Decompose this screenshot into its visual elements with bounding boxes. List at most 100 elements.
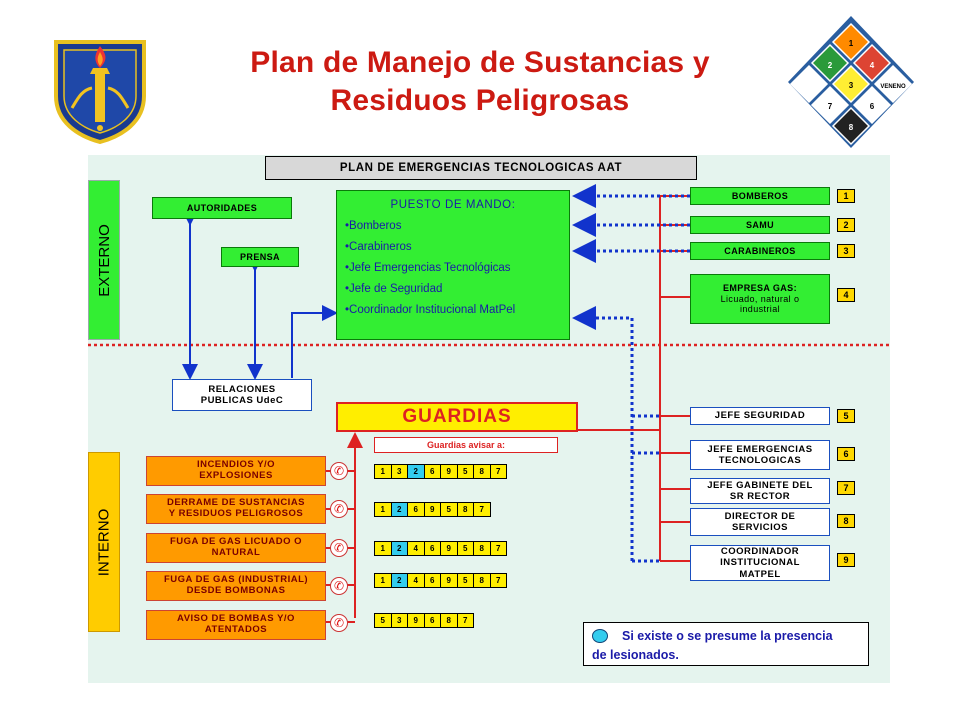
sequence-cell: 7 <box>489 541 507 556</box>
hazmat-label-1: 1 <box>849 39 854 48</box>
sequence-cell: 7 <box>489 573 507 588</box>
incident-fuga-gas-industrial: FUGA DE GAS (INDUSTRIAL)DESDE BOMBONAS <box>146 571 326 601</box>
sequence-cell: 2 <box>390 502 408 517</box>
sequence-cell: 5 <box>456 541 474 556</box>
carabineros-box: CARABINEROS <box>690 242 830 260</box>
sequence-cell: 1 <box>374 573 392 588</box>
sequence-cell: 8 <box>456 502 474 517</box>
phone-icon: ✆ <box>330 577 348 595</box>
interno-label: INTERNO <box>88 452 120 632</box>
sequence-cell: 3 <box>390 613 408 628</box>
sequence-cell: 8 <box>473 573 491 588</box>
sequence-cell: 1 <box>374 464 392 479</box>
puesto-item: •Jefe Emergencias Tecnológicas <box>345 262 511 274</box>
bomberos-box: BOMBEROS <box>690 187 830 205</box>
puesto-de-mando-box: PUESTO DE MANDO: •Bomberos •Carabineros … <box>336 190 570 340</box>
number-badge: 6 <box>837 447 855 461</box>
sequence-cell: 6 <box>423 573 441 588</box>
sequence-cell: 3 <box>390 464 408 479</box>
svg-text:7: 7 <box>828 102 833 111</box>
sequence-cell: 7 <box>489 464 507 479</box>
sequence-cell: 5 <box>456 573 474 588</box>
empresa-gas-box: EMPRESA GAS: Licuado, natural o industri… <box>690 274 830 324</box>
sequence-cell: 5 <box>440 502 458 517</box>
svg-text:3: 3 <box>849 81 854 90</box>
number-badge: 5 <box>837 409 855 423</box>
sequence-cell: 2 <box>407 464 425 479</box>
puesto-item: •Bomberos <box>345 220 402 232</box>
puesto-item: •Carabineros <box>345 241 412 253</box>
phone-icon: ✆ <box>330 462 348 480</box>
svg-text:4: 4 <box>870 61 875 70</box>
phone-icon: ✆ <box>330 614 348 632</box>
svg-text:2: 2 <box>828 61 833 70</box>
number-badge: 1 <box>837 189 855 203</box>
sequence-cell: 1 <box>374 541 392 556</box>
page-title-line1: Plan de Manejo de Sustancias y <box>250 46 710 79</box>
page-title-line2: Residuos Peligrosas <box>330 84 630 117</box>
plan-title-bar: PLAN DE EMERGENCIAS TECNOLOGICAS AAT <box>265 156 697 180</box>
sequence-cell: 9 <box>440 573 458 588</box>
sequence-cell: 2 <box>390 573 408 588</box>
puesto-item: •Coordinador Institucional MatPel <box>345 304 516 316</box>
svg-text:VENENO: VENENO <box>880 84 906 90</box>
phone-icon: ✆ <box>330 500 348 518</box>
sequence-cell: 4 <box>407 541 425 556</box>
sequence-cell: 8 <box>473 464 491 479</box>
sequence-cell: 4 <box>407 573 425 588</box>
note-box: Si existe o se presume la presencia de l… <box>583 622 869 666</box>
sequence-cell: 6 <box>423 464 441 479</box>
samu-box: SAMU <box>690 216 830 234</box>
sequence-cell: 9 <box>407 613 425 628</box>
guardias-avisar-label: Guardias avisar a: <box>374 437 558 453</box>
jefe-seguridad-box: JEFE SEGURIDAD <box>690 407 830 425</box>
number-badge: 9 <box>837 553 855 567</box>
number-badge: 2 <box>837 218 855 232</box>
sequence-cell: 6 <box>423 613 441 628</box>
relaciones-publicas-box: RELACIONES PUBLICAS UdeC <box>172 379 312 411</box>
sequence-cell: 5 <box>456 464 474 479</box>
number-badge: 8 <box>837 514 855 528</box>
svg-text:6: 6 <box>870 102 875 111</box>
sequence-cell: 5 <box>374 613 392 628</box>
sequence-cell: 9 <box>440 464 458 479</box>
note-line2: de lesionados. <box>592 648 679 662</box>
sequence-cell: 7 <box>456 613 474 628</box>
puesto-title: PUESTO DE MANDO: <box>390 199 516 211</box>
puesto-item: •Jefe de Seguridad <box>345 283 443 295</box>
svg-text:8: 8 <box>849 123 854 132</box>
guardias-box: GUARDIAS <box>336 402 578 432</box>
note-line1: Si existe o se presume la presencia <box>622 629 833 643</box>
sequence-cell: 8 <box>473 541 491 556</box>
sequence-cell: 6 <box>423 541 441 556</box>
sequence-cell: 6 <box>407 502 425 517</box>
phone-icon: ✆ <box>330 539 348 557</box>
university-crest-icon <box>54 40 146 144</box>
number-badge: 7 <box>837 481 855 495</box>
prensa-box: PRENSA <box>221 247 299 267</box>
sequence-cell: 9 <box>423 502 441 517</box>
highlight-legend-swatch <box>592 629 608 643</box>
number-badge: 4 <box>837 288 855 302</box>
externo-label: EXTERNO <box>88 180 120 340</box>
hazmat-diamonds-icon: 1 2 4 3 VENENO 7 6 8 <box>788 16 914 148</box>
autoridades-box: AUTORIDADES <box>152 197 292 219</box>
sequence-cell: 8 <box>440 613 458 628</box>
sequence-cell: 2 <box>390 541 408 556</box>
number-badge: 3 <box>837 244 855 258</box>
sequence-cell: 1 <box>374 502 392 517</box>
